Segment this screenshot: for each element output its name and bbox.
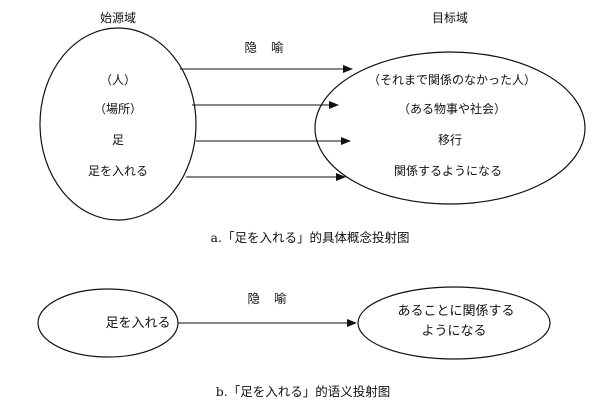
target-item-meaning: 関係するようになる: [393, 164, 503, 178]
source-domain-ellipse-a: [39, 27, 197, 221]
source-text-b: 足を入れる: [105, 316, 171, 331]
target-domain-ellipse-b: [357, 286, 551, 360]
target-item-transition: 移行: [437, 133, 463, 147]
source-item-place: （場所）: [93, 102, 143, 116]
caption-a: a.「足を入れる」的具体概念投射图: [210, 230, 410, 245]
target-text-b-line1: あることに関係する: [397, 304, 515, 319]
target-item-person: （それまで関係のなかった人）: [367, 73, 537, 87]
source-domain-header: 始源域: [99, 11, 137, 25]
target-domain-header: 目标域: [431, 11, 469, 25]
target-text-b-line2: ようになる: [421, 324, 487, 339]
source-item-foot: 足: [111, 133, 125, 147]
target-domain-ellipse-a: [314, 51, 586, 205]
caption-b: b.「足を入れる」的语义投射图: [215, 384, 391, 399]
metaphor-label-a: 隐喻: [244, 40, 298, 55]
target-item-society: （ある物事や社会）: [397, 102, 507, 116]
source-item-expression: 足を入れる: [87, 164, 149, 178]
source-item-person: （人）: [99, 73, 137, 87]
metaphor-label-b: 隐喻: [247, 291, 301, 306]
